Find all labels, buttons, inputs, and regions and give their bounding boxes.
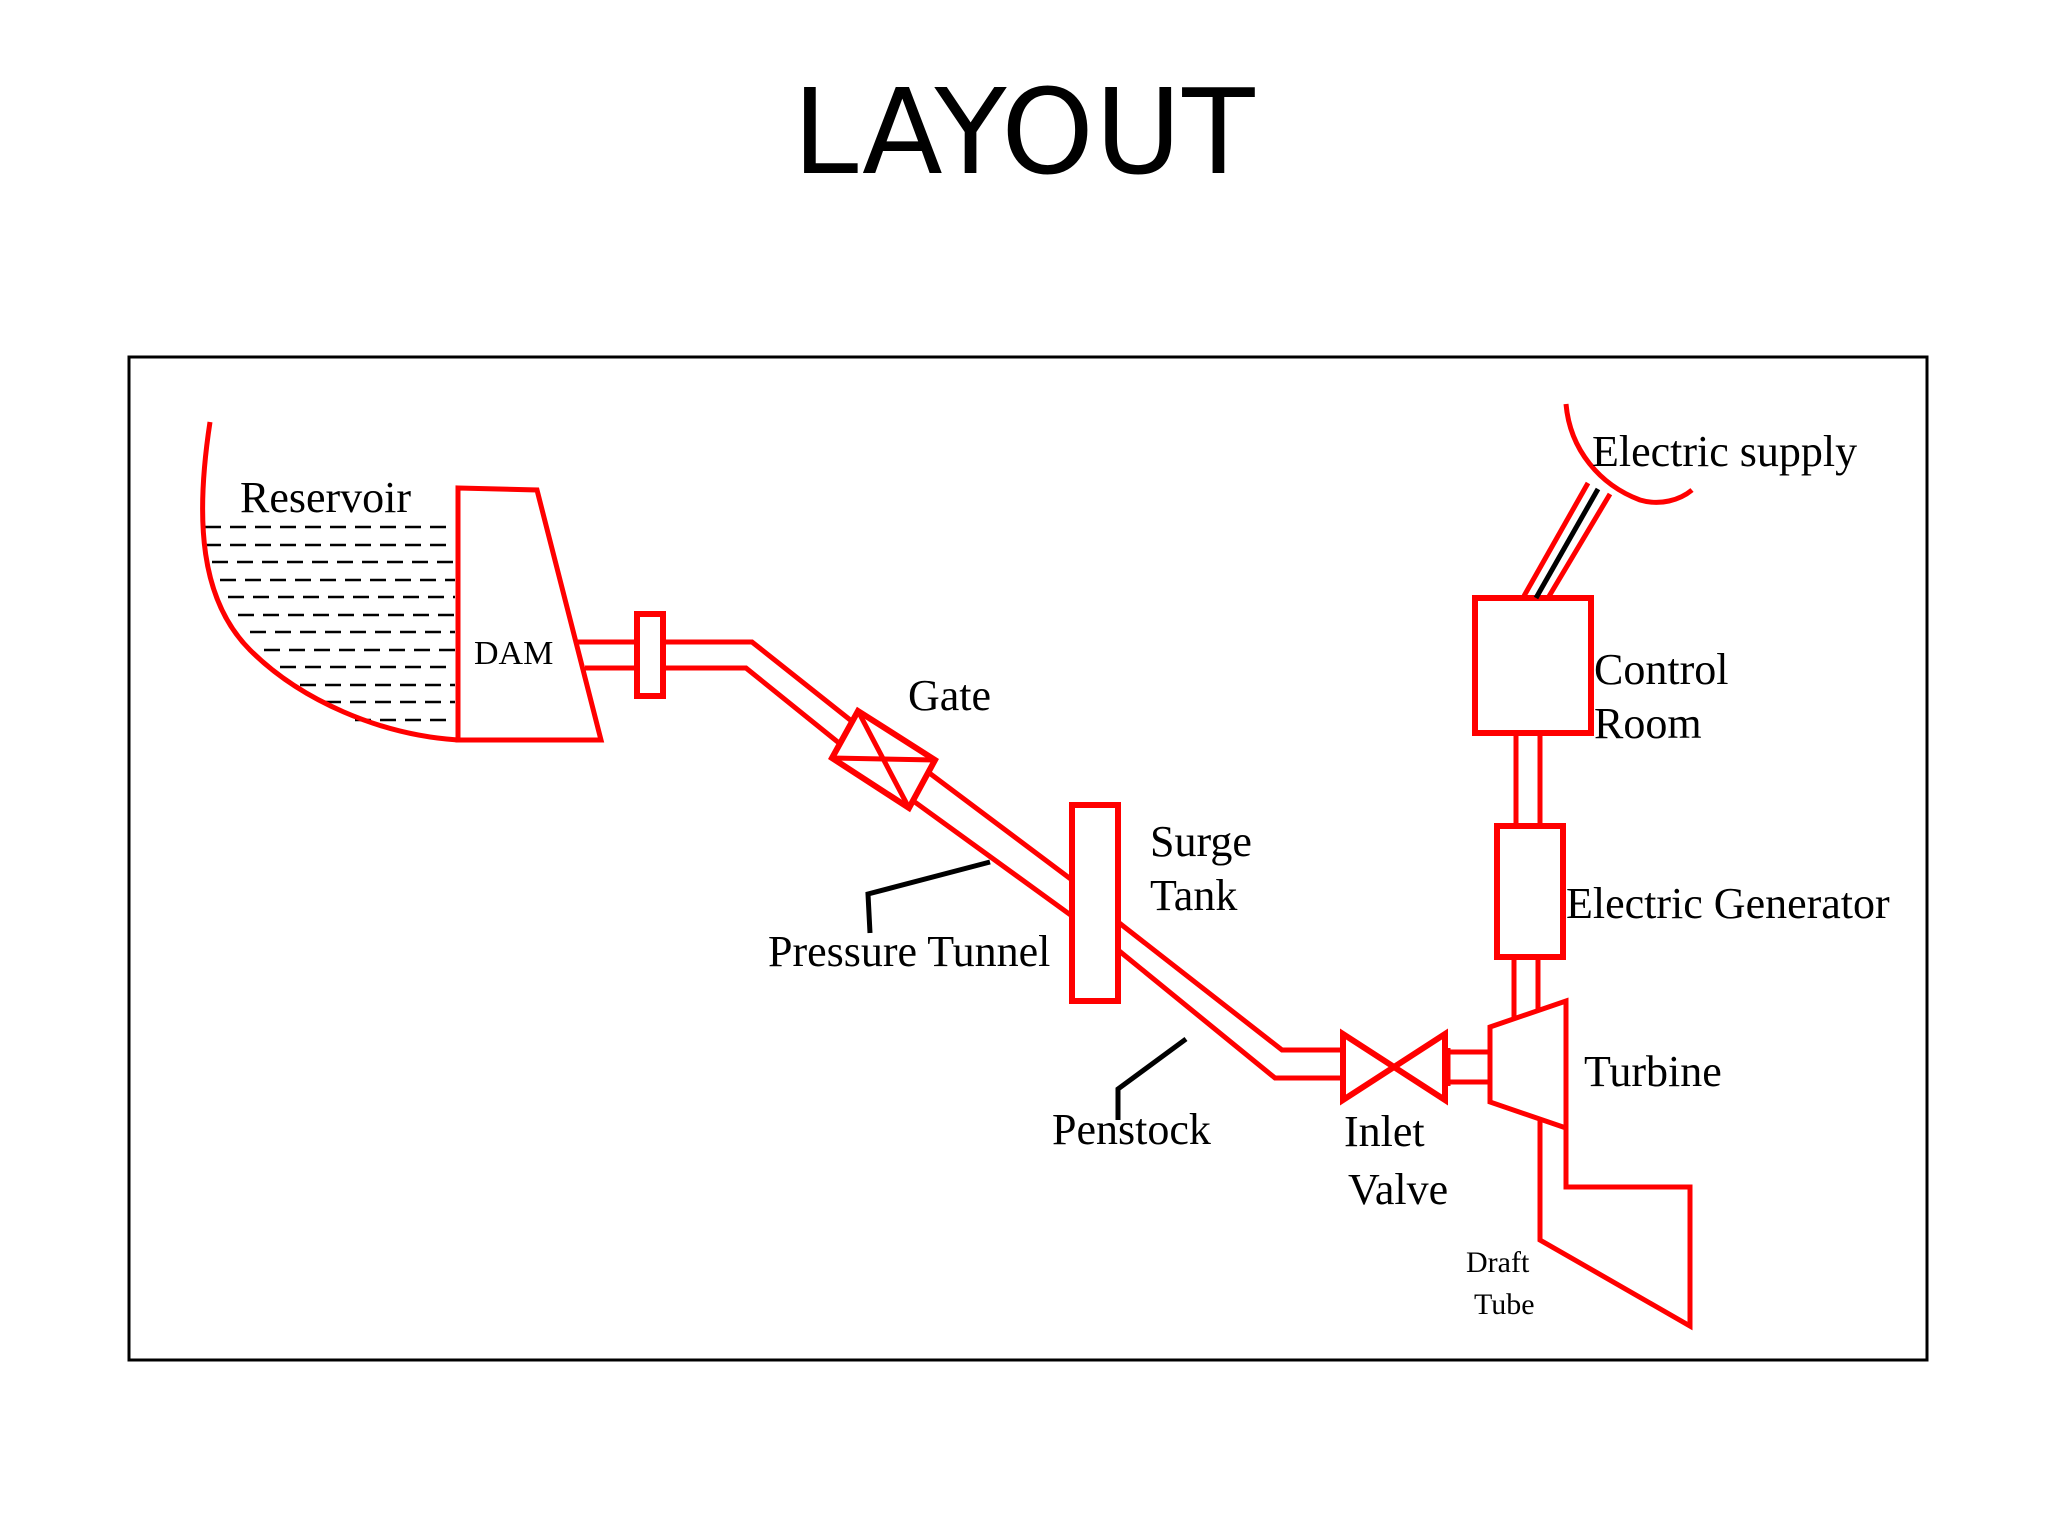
label-control-room-line2: Room	[1594, 699, 1702, 748]
intake-flange	[634, 611, 666, 699]
label-gate: Gate	[908, 671, 991, 720]
draft-tube	[1537, 1118, 1693, 1331]
gate-valve	[828, 706, 939, 813]
turbine	[1487, 997, 1569, 1132]
electric-supply-arc	[1563, 403, 1694, 505]
inlet-valve	[1340, 1028, 1448, 1106]
surge-tank	[1069, 802, 1121, 1004]
label-reservoir: Reservoir	[240, 473, 411, 522]
label-draft-tube-line2: Tube	[1474, 1288, 1535, 1321]
dam	[455, 485, 605, 743]
label-pressure-tunnel: Pressure Tunnel	[768, 927, 1050, 976]
label-draft-tube-line1: Draft	[1466, 1246, 1530, 1279]
electric-generator	[1494, 823, 1566, 960]
intake-pipe	[578, 639, 880, 770]
label-electric-supply: Electric supply	[1592, 427, 1857, 476]
penstock-pipe	[1116, 920, 1343, 1081]
transmission-line	[1521, 481, 1613, 600]
label-inlet-valve-line1: Inlet	[1344, 1107, 1425, 1156]
label-inlet-valve-line2: Valve	[1348, 1165, 1448, 1214]
reservoir-bank	[200, 421, 459, 743]
slide-title: LAYOUT	[792, 63, 1256, 201]
control-room	[1472, 595, 1594, 736]
label-electric-generator: Electric Generator	[1566, 879, 1890, 928]
label-surge-tank-line2: Tank	[1150, 871, 1237, 920]
label-turbine: Turbine	[1584, 1047, 1722, 1096]
label-surge-tank-line1: Surge	[1150, 817, 1252, 866]
pressure-tunnel-pipe	[910, 770, 1074, 919]
reservoir-water	[205, 525, 455, 722]
label-penstock: Penstock	[1052, 1105, 1211, 1154]
label-dam: DAM	[474, 635, 553, 672]
turbine-inlet-pipe	[1445, 1048, 1490, 1086]
turbine-generator-shaft	[1511, 957, 1541, 1018]
pressure-tunnel-leader	[865, 859, 991, 934]
generator-control-link	[1513, 733, 1543, 826]
penstock-leader	[1115, 1036, 1188, 1120]
diagram-frame	[127, 355, 1929, 1362]
label-control-room-line1: Control	[1594, 645, 1728, 694]
